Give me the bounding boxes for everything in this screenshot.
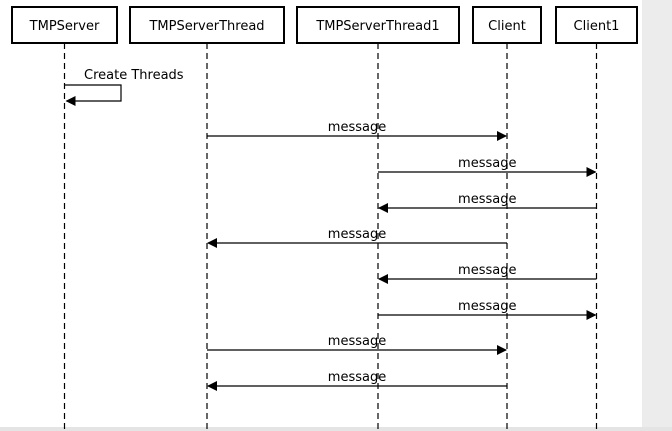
message-label: message (458, 192, 516, 207)
self-call-arrow (64, 84, 122, 106)
participant-label-tmpserverthread1: TMPServerThread1 (315, 19, 439, 34)
participant-box-client1 (555, 6, 638, 44)
participant-box-client (472, 6, 542, 44)
message-label: message (458, 156, 516, 171)
message-label: message (328, 370, 386, 385)
participant-label-tmpserverthread: TMPServerThread (148, 19, 264, 34)
participant-box-tmpserverthread1 (296, 6, 460, 44)
message-label: message (458, 263, 516, 278)
message-label: message (328, 120, 386, 135)
participant-box-tmpserver (11, 6, 118, 44)
window-frame-bottom (0, 427, 672, 431)
message-label: message (328, 227, 386, 242)
window-frame-right (642, 0, 672, 431)
participant-label-client1: Client1 (574, 19, 620, 34)
message-label: message (458, 299, 516, 314)
participant-label-client: Client (488, 19, 526, 34)
participant-label-tmpserver: TMPServer (29, 19, 100, 34)
participant-box-tmpserverthread (129, 6, 285, 44)
message-label: message (328, 334, 386, 349)
self-call-label: Create Threads (84, 68, 184, 83)
